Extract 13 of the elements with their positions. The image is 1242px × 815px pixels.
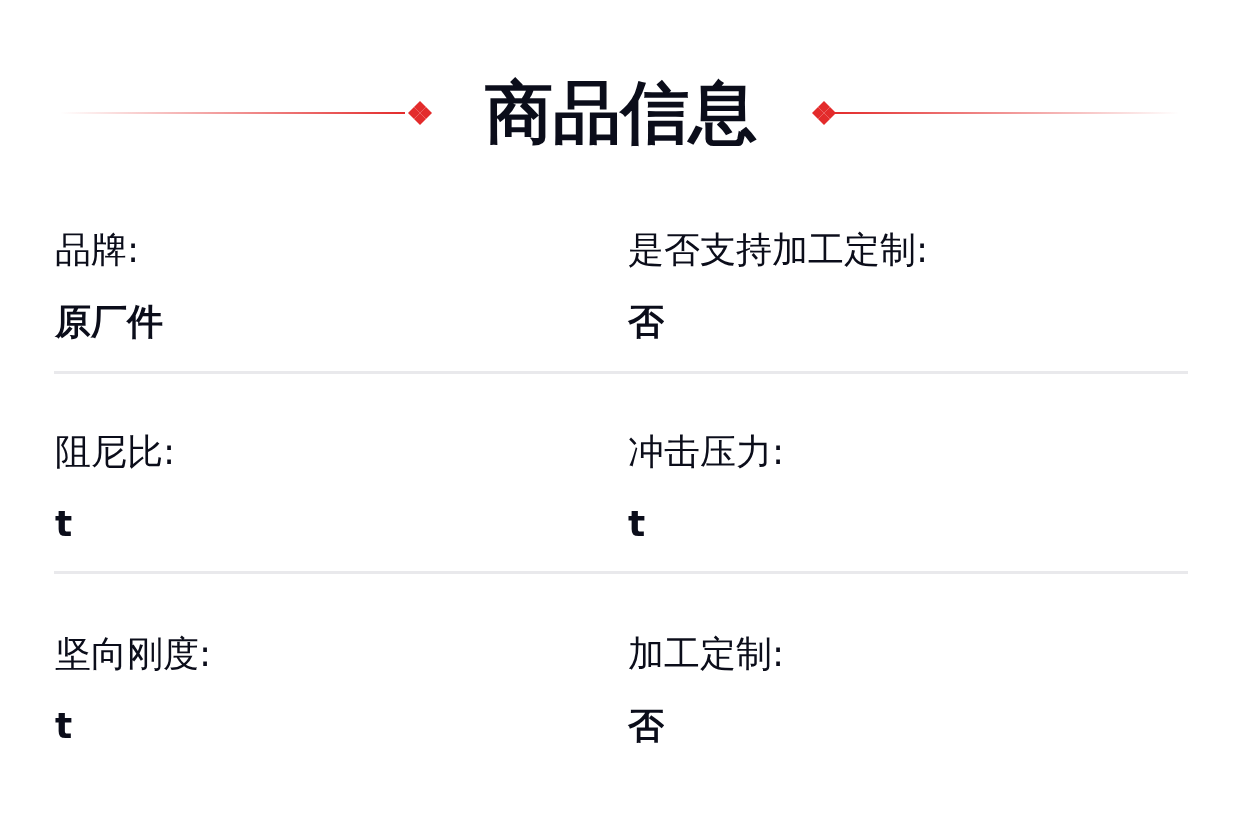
spec-value: 原厂件 bbox=[55, 300, 163, 344]
title: 商品信息 bbox=[485, 73, 757, 152]
spec-label: 是否支持加工定制: bbox=[628, 228, 929, 272]
spec-label: 品牌: bbox=[55, 228, 140, 272]
spec-value: t bbox=[55, 502, 73, 546]
spec-label: 冲击压力: bbox=[628, 430, 785, 474]
spec-value: 否 bbox=[628, 300, 664, 344]
spec-label: 加工定制: bbox=[628, 632, 785, 676]
spec-value: 否 bbox=[628, 704, 664, 748]
spec-value: t bbox=[55, 704, 73, 748]
spec-label: 坚向刚度: bbox=[55, 632, 212, 676]
spec-label: 阻尼比: bbox=[55, 430, 176, 474]
spec-value: t bbox=[628, 502, 646, 546]
